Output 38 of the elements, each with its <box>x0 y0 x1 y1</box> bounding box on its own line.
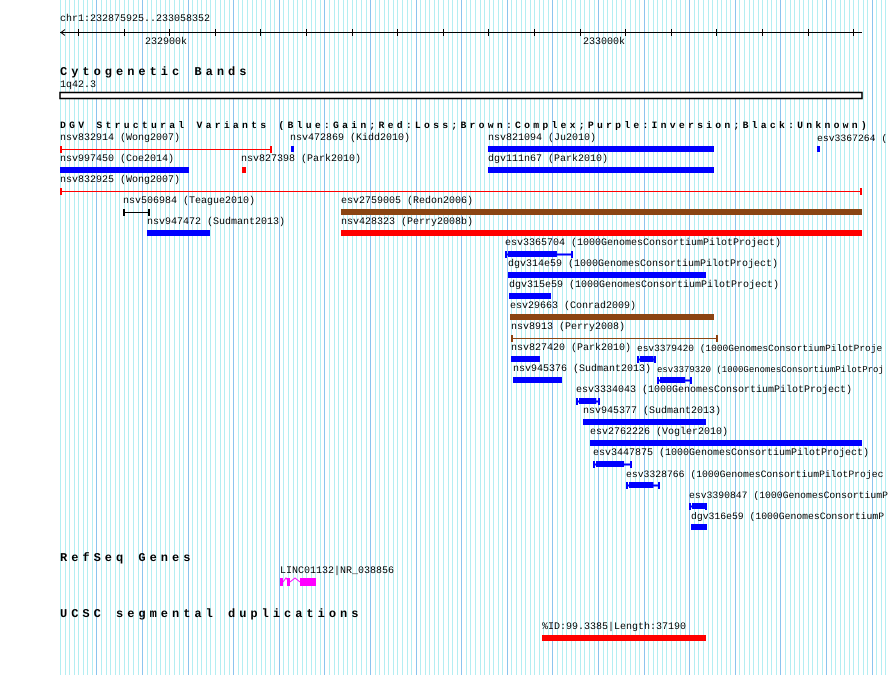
feature-label: nsv945376 (Sudmant2013) <box>513 364 652 376</box>
feature-label: nsv8913 (Perry2008) <box>511 322 626 334</box>
track-title: Cytogenetic Bands <box>60 66 250 78</box>
feature-label: nsv832925 (Wong2007) <box>60 175 180 187</box>
feature-label: %ID:99.3385|Length:37190 <box>542 622 686 634</box>
feature-label: esv29663 (Conrad2009) <box>510 301 636 313</box>
feature-label: esv3328766 (1000GenomesConsortiumPilotProjec <box>626 469 884 481</box>
feature-label: esv2759005 (Redon2006) <box>341 196 474 208</box>
feature-label: esv3334043 (1000GenomesConsortiumPilotProject) <box>576 385 852 397</box>
track-title: DGV Structural Variants (Blue:Gain;Red:Loss;Brown:Complex;Purple:Inversion;Black:Unknown) <box>60 120 870 132</box>
tick-label: 233000k <box>583 37 626 49</box>
feature-label: nsv827420 (Park2010) <box>511 343 632 355</box>
feature-label: esv3447875 (1000GenomesConsortiumPilotProject) <box>593 448 870 460</box>
feature-label: esv2762226 (Vogler2010) <box>590 427 728 439</box>
feature-label: esv3365704 (1000GenomesConsortiumPilotProject) <box>505 238 782 250</box>
gene-label: LINC01132|NR_038856 <box>280 566 394 578</box>
feature-label: esv3390847 (1000GenomesConsortiumP <box>689 490 888 502</box>
feature-label: esv3379420 (1000GenomesConsortiumPilotProje <box>637 343 882 355</box>
track-title: UCSC segmental duplications <box>60 608 362 620</box>
feature-label: nsv821094 (Ju2010) <box>488 133 596 145</box>
feature-label: esv3379320 (1000GenomesConsortiumPilotProj <box>657 364 884 376</box>
feature-label: dgv111n67 (Park2010) <box>488 154 608 166</box>
band-label: 1q42.3 <box>60 80 96 92</box>
feature-label: dgv314e59 (1000GenomesConsortiumPilotProject) <box>508 259 778 271</box>
feature-label: dgv316e59 (1000GenomesConsortiumP <box>691 511 884 523</box>
feature-label: esv3367264 ( <box>817 133 888 145</box>
feature-label: nsv472869 (Kidd2010) <box>290 133 410 145</box>
track-title: RefSeq Genes <box>60 552 194 564</box>
tick-label: 232900k <box>145 37 188 49</box>
feature-label: dgv315e59 (1000GenomesConsortiumPilotProject) <box>509 280 780 292</box>
feature-label: nsv997450 (Coe2014) <box>60 154 174 166</box>
feature-label: nsv945377 (Sudmant2013) <box>583 406 722 418</box>
position-label: chr1:232875925..233058352 <box>60 14 210 26</box>
feature-label: nsv947472 (Sudmant2013) <box>147 217 286 229</box>
feature-label: nsv506984 (Teague2010) <box>123 196 256 208</box>
feature-label: nsv428323 (Perry2008b) <box>341 217 474 229</box>
feature-label: nsv832914 (Wong2007) <box>60 133 180 145</box>
feature-label: nsv827398 (Park2010) <box>241 154 362 166</box>
